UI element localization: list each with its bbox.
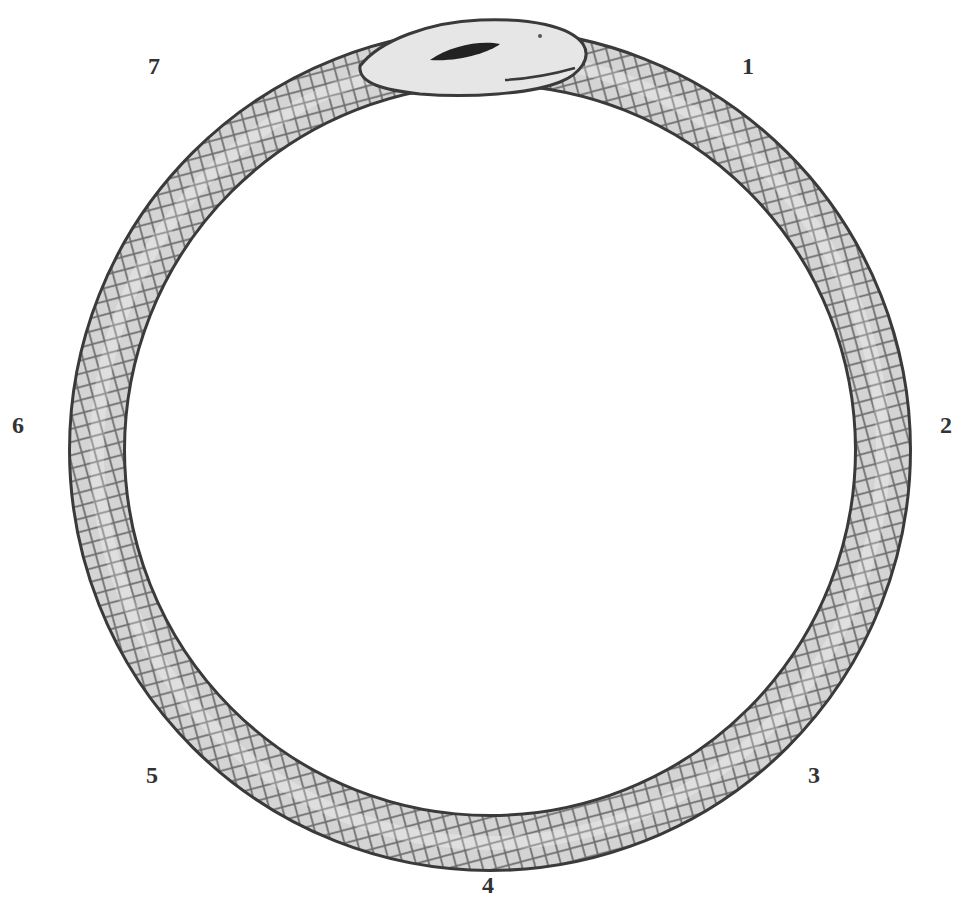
callout-number: 5 <box>146 763 158 787</box>
callout-number: 4 <box>482 873 494 897</box>
snake-head <box>360 20 586 96</box>
callout-number: 1 <box>742 54 754 78</box>
callout-number: 3 <box>808 763 820 787</box>
callout-number: 2 <box>940 413 952 437</box>
callout-number: 6 <box>12 413 24 437</box>
callout-number: 7 <box>148 54 160 78</box>
